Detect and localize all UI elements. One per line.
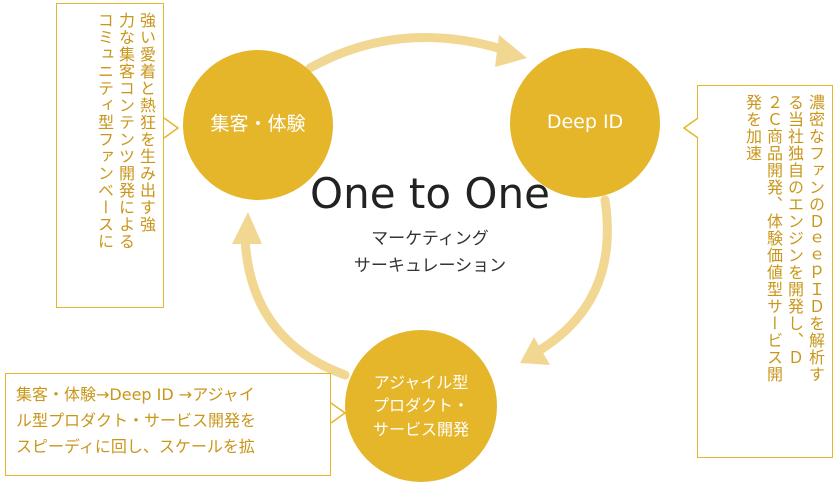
- arrowhead-attract-to-deepid: [495, 35, 527, 67]
- node-agile-line1: アジャイル型: [373, 373, 469, 393]
- arrow-attract-to-deepid: [305, 33, 510, 73]
- node-agile-label: アジャイル型 プロダクト・ サービス開発: [373, 371, 469, 441]
- center-subtitle-line2: サーキュレーション: [353, 256, 507, 276]
- pointer-right-icon: [682, 117, 699, 139]
- node-attract-label: 集客・体験: [210, 113, 306, 136]
- node-agile-line2: プロダクト・: [372, 396, 469, 416]
- note-bottom: 集客・体験→Deep ID →アジャイ ル型プロダクト・サービス開発を スピーデ…: [5, 373, 331, 476]
- pointer-bottom-icon: [330, 402, 347, 424]
- node-attract: 集客・体験: [183, 50, 333, 200]
- node-agile: アジャイル型 プロダクト・ サービス開発: [345, 330, 497, 482]
- node-deepid: Deep ID: [510, 48, 660, 198]
- arrow-deepid-to-agile: [535, 195, 612, 355]
- arrow-agile-to-attract: [240, 233, 350, 380]
- node-deepid-label: Deep ID: [546, 111, 624, 134]
- arrowhead-agile-to-attract: [232, 212, 262, 244]
- note-left: 強い愛着と熱狂を生み出す強 力な集客コンテンツ開発による コミュニティ型ファンベ…: [56, 3, 164, 308]
- center-subtitle: マーケティング サーキュレーション: [300, 226, 560, 280]
- pointer-left-icon: [163, 117, 180, 139]
- center-title: One to One: [310, 169, 550, 218]
- note-right: 濃密なファンのＤｅｅｐＩＤを解析す る当社独自のエンジンを開発し、Ｄ ２Ｃ商品開…: [697, 85, 833, 458]
- node-agile-line3: サービス開発: [372, 419, 469, 439]
- arrowhead-deepid-to-agile: [520, 337, 550, 365]
- center-subtitle-line1: マーケティング: [371, 229, 489, 249]
